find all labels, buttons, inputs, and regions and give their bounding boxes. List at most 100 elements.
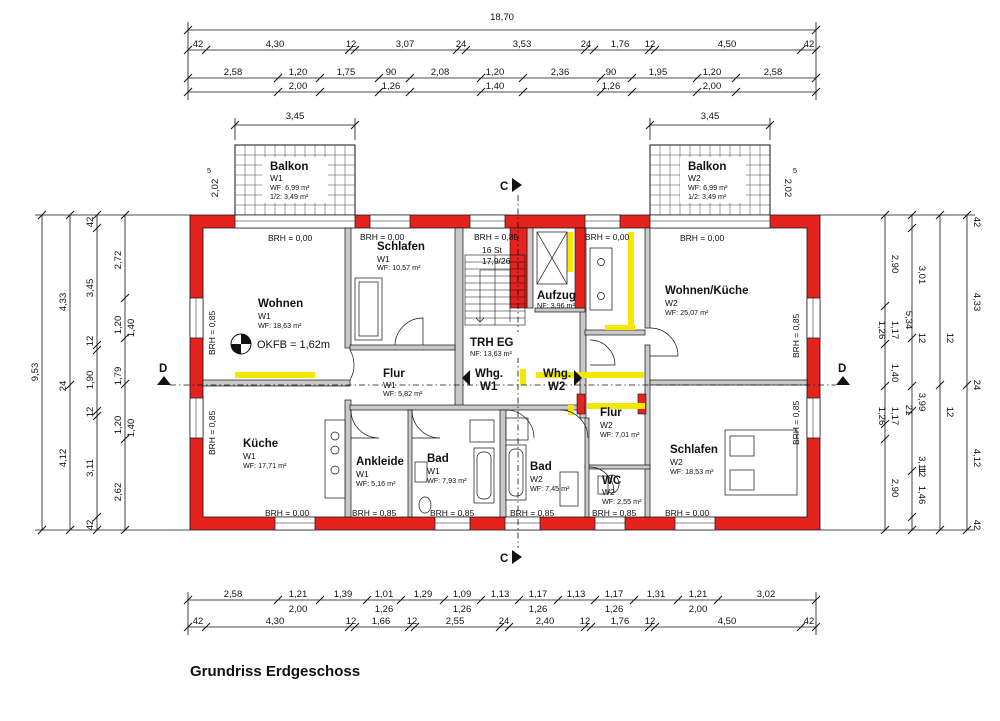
stairs-count: 16 St	[482, 245, 502, 255]
room-kueche: Küche W1 WF: 17,71 m²	[243, 438, 287, 470]
balcony-right: 3,45 Balkon W2 WF: 6,99 m² 1/2: 3,49 m² …	[645, 111, 797, 216]
balcony-w1-area: WF: 6,99 m²	[270, 183, 310, 192]
entrance-w2: Whg. W2	[543, 368, 582, 393]
dim-label: 90	[386, 67, 397, 78]
dim-label: 1,17	[529, 589, 548, 600]
dim-label: 3,53	[513, 39, 532, 50]
dim-label: 24	[456, 39, 467, 50]
room-unit: W2	[602, 487, 615, 497]
balcony-depth-sup: 5	[207, 166, 211, 175]
balcony-w1-unit: W1	[270, 173, 283, 183]
dim-label: 4,30	[266, 39, 285, 50]
dim-label: 2,58	[764, 67, 783, 78]
dim-label: 2,00	[289, 81, 308, 92]
dim-label: 1,79	[113, 367, 124, 386]
brh-label: BRH = 0,85	[791, 314, 801, 358]
dim-label: 1,26	[453, 604, 472, 615]
dim-label: 42	[193, 616, 204, 627]
brh-label: BRH = 0,85	[207, 411, 217, 455]
dim-label: 1,17	[605, 589, 624, 600]
balcony-depth-sup: 5	[793, 166, 797, 175]
dim-label: 4,30	[266, 616, 285, 627]
bottom-dimension-chains	[183, 592, 821, 635]
dim-label: 1,26	[382, 81, 401, 92]
dim-label: 42	[971, 217, 982, 228]
balcony-w1-half-area: 1/2: 3,49 m²	[270, 192, 309, 201]
room-flur-w2: Flur W2 WF: 7,01 m²	[600, 407, 640, 439]
dim-label: 2,90	[889, 479, 900, 498]
room-area: WF: 7,45 m²	[530, 484, 570, 493]
entrance-unit: W2	[548, 381, 565, 393]
room-bad-w2: Bad W2 WF: 7,45 m²	[530, 461, 570, 493]
entrance-unit: W1	[480, 381, 498, 393]
balcony-width-label: 3,45	[701, 111, 720, 122]
dim-label: 1,20	[289, 67, 308, 78]
balcony-w2-name: Balkon	[688, 161, 726, 173]
dim-label: 1,40	[486, 81, 505, 92]
dim-label: 2,55	[446, 616, 465, 627]
brh-label: BRH = 0,00	[585, 232, 629, 242]
room-unit: W2	[600, 420, 613, 430]
section-d-left-label: D	[159, 363, 167, 375]
balcony-left: 3,45 Balkon W1 WF: 6,99 m² 1/2: 3,49 m² …	[207, 111, 360, 216]
dim-label: 1,20	[486, 67, 505, 78]
dim-label: 3,02	[757, 589, 776, 600]
section-c-top-label: C	[500, 181, 508, 193]
room-area: WF: 2,55 m²	[602, 497, 642, 506]
brh-label: BRH = 0,85	[430, 508, 474, 518]
left-dimension-chains	[35, 210, 190, 535]
brh-label: BRH = 0,85	[791, 401, 801, 445]
dim-label: 1,90	[85, 371, 96, 390]
room-trh: 16 St 17,9/26 TRH EG NF: 13,63 m²	[468, 245, 524, 358]
dim-label: 3,01	[916, 266, 927, 285]
balcony-width-label: 3,45	[286, 111, 305, 122]
dim-label: 2,90	[889, 255, 900, 274]
dim-label: 1,20	[113, 316, 124, 335]
dim-label: 4,50	[718, 39, 737, 50]
top-dimension-chains	[183, 22, 821, 100]
brh-label: BRH = 0,00	[360, 232, 404, 242]
brh-label: BRH = 0,85	[474, 232, 518, 242]
staircase	[464, 254, 526, 326]
stairs-ratio: 17,9/26	[482, 256, 511, 266]
dim-label: 4,33	[971, 293, 982, 312]
dim-label: 3,07	[396, 39, 415, 50]
room-name: Flur	[383, 368, 405, 380]
dim-label: 42	[804, 39, 815, 50]
room-bad-w1: Bad W1 WF: 7,93 m²	[427, 453, 467, 485]
dim-label: 12	[645, 616, 656, 627]
dim-label: 2,36	[551, 67, 570, 78]
room-name: Schlafen	[670, 444, 718, 456]
plan-title: Grundriss Erdgeschoss	[190, 663, 360, 680]
dim-label: 9,53	[30, 363, 41, 382]
dim-label: 12	[944, 407, 955, 418]
dim-label: 1,26	[375, 604, 394, 615]
room-area: WF: 18,53 m²	[670, 467, 714, 476]
dim-label: 4,12	[58, 449, 69, 468]
room-area: NF: 13,63 m²	[470, 349, 513, 358]
dim-label: 1,76	[611, 616, 630, 627]
room-area: WF: 5,16 m²	[356, 479, 396, 488]
top-dimension-texts: 18,70 42 4,30 12 3,07 24 3,53 24 1,76 12…	[193, 12, 815, 92]
section-lines	[170, 195, 836, 548]
room-name: Küche	[243, 438, 278, 450]
dim-label: 12	[346, 616, 357, 627]
room-name: Bad	[427, 453, 449, 465]
door-swings	[349, 317, 679, 493]
entrance-label: Whg.	[543, 368, 571, 380]
room-unit: W2	[665, 298, 678, 308]
balcony-depth-label: 2,02	[210, 179, 221, 198]
dim-label: 1,20	[703, 67, 722, 78]
room-name: Bad	[530, 461, 552, 473]
dim-label: 2,62	[113, 483, 124, 502]
room-name: Ankleide	[356, 456, 404, 468]
dim-label: 1,13	[491, 589, 510, 600]
entrance-label: Whg.	[475, 368, 503, 380]
room-area: WF: 10,57 m²	[377, 263, 421, 272]
dim-label: 12	[645, 39, 656, 50]
dim-label: 3,11	[85, 459, 96, 477]
elevator-shaft	[536, 231, 568, 285]
dim-label: 1,01	[375, 589, 394, 600]
dim-label: 1,09	[453, 589, 472, 600]
